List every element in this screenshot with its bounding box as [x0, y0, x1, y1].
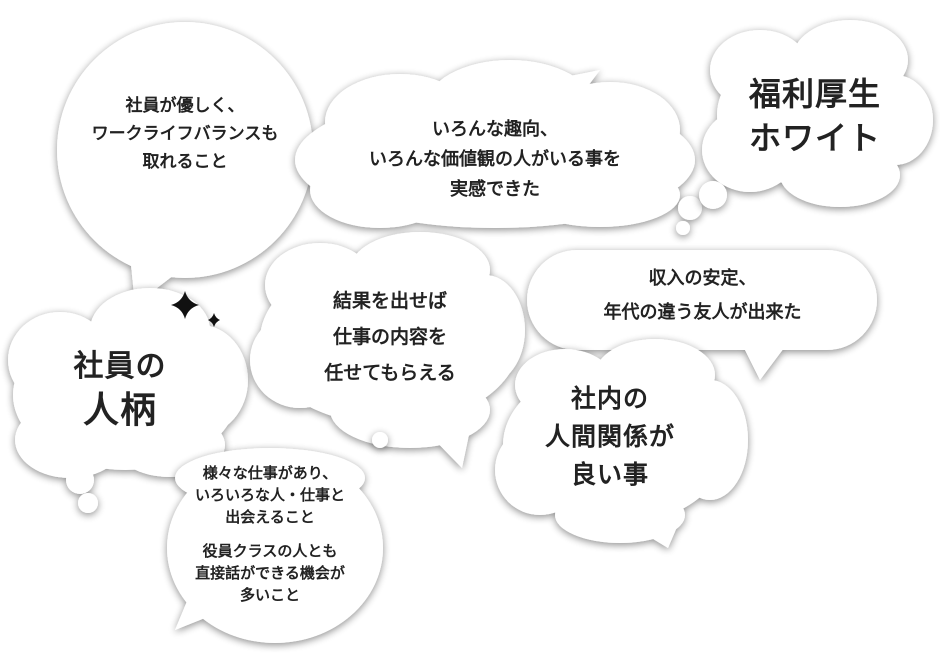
text-line: 仕事の内容を	[332, 326, 447, 348]
sparkle-icon	[171, 291, 220, 327]
bubble-results-text: 結果を出せば 仕事の内容を 任せてもらえる	[290, 283, 490, 391]
bubble-diverse-values-text: いろんな趣向、 いろんな価値観の人がいる事を 実感できた	[315, 115, 675, 205]
bubble-kind-coworkers-text: 社員が優しく、 ワークライフバランスも 取れること	[55, 92, 315, 176]
text-line: 実感できた	[450, 179, 540, 200]
bubble-relations-text: 社内の 人間関係が 良い事	[510, 380, 710, 494]
text-line: いろんな趣向、	[432, 119, 558, 140]
text-line: 社員が優しく、	[125, 96, 245, 116]
bubble-income-text: 収入の安定、 年代の違う友人が出来た	[530, 262, 875, 330]
text-line: 多いこと	[239, 586, 300, 604]
text-line: 人間関係が	[544, 422, 675, 451]
bubble-welfare-text: 福利厚生 ホワイト	[725, 72, 905, 160]
text-line: 人柄	[82, 390, 157, 431]
text-line: 出会えること	[225, 508, 315, 526]
bubble-income	[527, 250, 877, 380]
text-line: 良い事	[570, 460, 649, 489]
text-line: いろいろな人・仕事と	[194, 486, 345, 504]
text-line: 社内の	[570, 384, 649, 413]
text-line: 社員の	[73, 349, 167, 384]
text-line: 取れること	[142, 152, 228, 172]
bubble-welfare	[699, 20, 933, 209]
text-line: 収入の安定、	[648, 268, 757, 289]
text-line: 福利厚生	[748, 75, 881, 113]
bubble-variety-text: 様々な仕事があり、 いろいろな人・仕事と 出会えること 役員クラスの人とも 直接…	[170, 462, 370, 606]
text-line: ワークライフバランスも	[91, 124, 279, 144]
text-line: ホワイト	[748, 119, 881, 157]
bubble-people-text: 社員の 人柄	[40, 345, 200, 433]
text-line: 役員クラスの人とも	[202, 542, 338, 560]
text-line: 結果を出せば	[332, 290, 447, 312]
text-line: 様々な仕事があり、	[202, 464, 338, 482]
text-line: いろんな価値観の人がいる事を	[369, 149, 621, 170]
text-line: 直接話ができる機会が	[195, 564, 345, 582]
bubble-results	[250, 232, 525, 468]
bubble-variety	[167, 432, 388, 643]
text-line: 年代の違う友人が出来た	[603, 302, 802, 323]
bubble-relations	[495, 339, 748, 548]
bubble-diverse-values	[295, 60, 702, 235]
spacer	[170, 528, 370, 540]
text-line: 任せてもらえる	[324, 362, 456, 384]
